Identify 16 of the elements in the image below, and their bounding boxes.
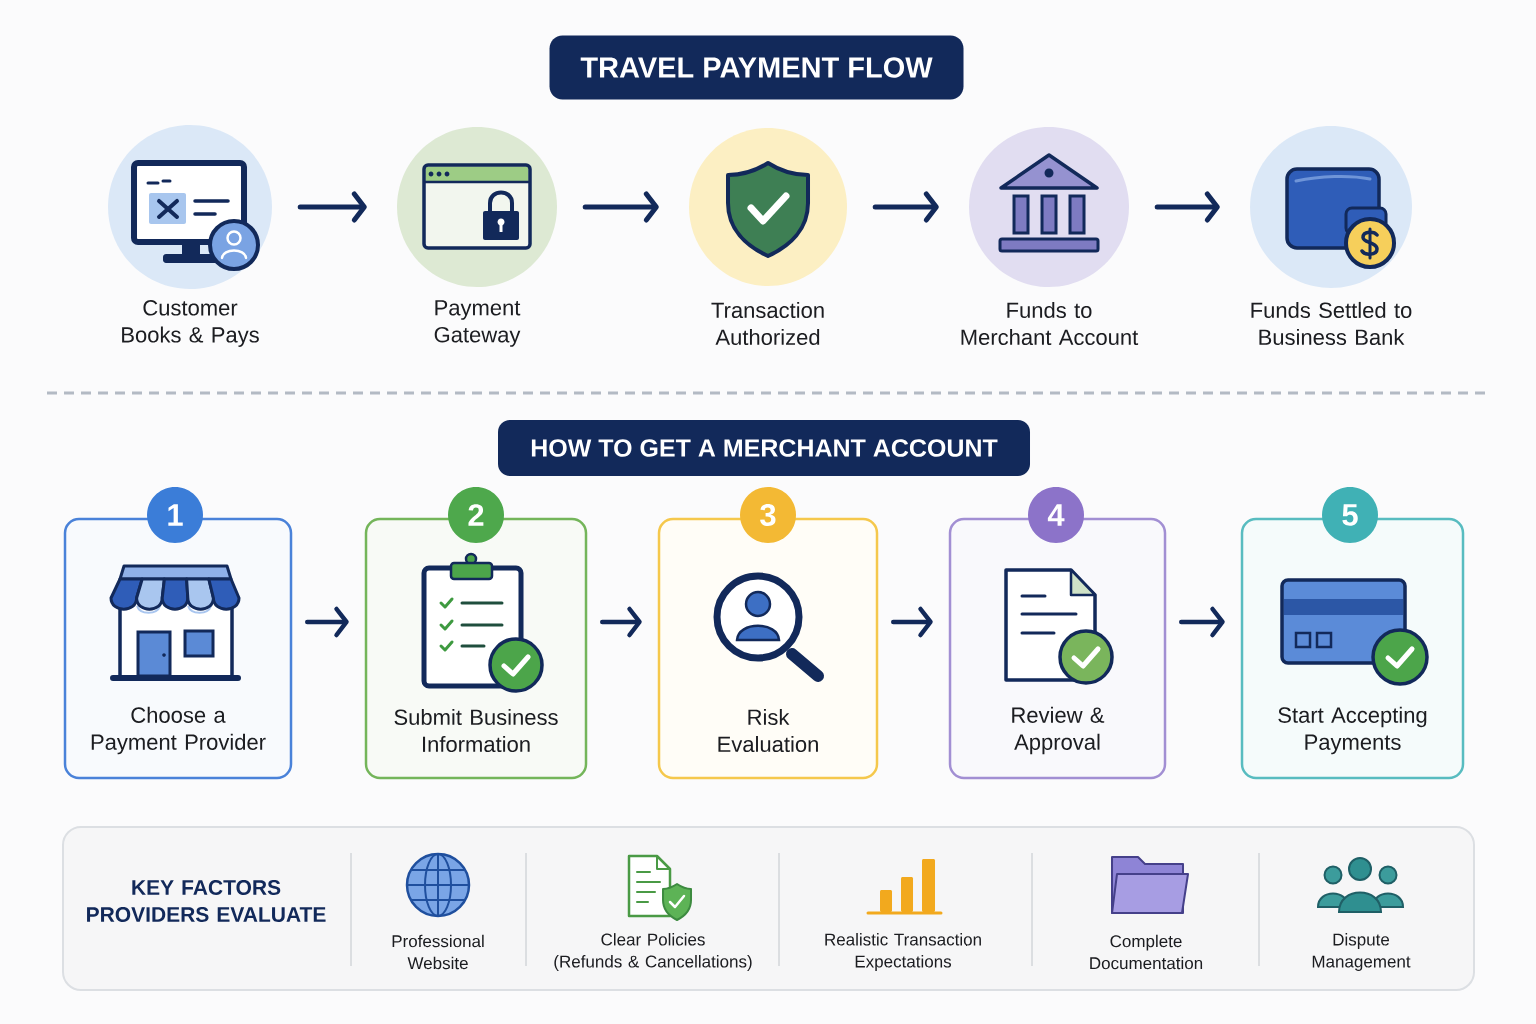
heading-banner: HOW TO GET A MERCHANT ACCOUNT bbox=[498, 420, 1030, 476]
arrow bbox=[872, 191, 939, 223]
step-label: Customer Books & Pays bbox=[122, 300, 259, 347]
factor-label: Professional Website bbox=[392, 934, 484, 970]
factor-label: Dispute Management bbox=[1312, 933, 1411, 971]
arrow bbox=[582, 191, 659, 223]
step-label: Payment Gateway bbox=[434, 300, 521, 347]
factor-label: Realistic Transaction Expectations bbox=[825, 933, 981, 971]
step-label: Funds to Merchant Account bbox=[961, 301, 1139, 346]
title-banner: TRAVEL PAYMENT FLOW bbox=[549, 35, 964, 100]
factor-label: Complete Documentation bbox=[1090, 934, 1203, 970]
step-label: Funds Settled to Business Bank bbox=[1251, 301, 1412, 346]
arrow bbox=[1154, 191, 1220, 223]
arrow bbox=[297, 191, 367, 223]
step-label: Transaction Authorized bbox=[711, 301, 824, 346]
factor-label: Clear Policies (Refunds & Cancellations) bbox=[554, 933, 752, 971]
